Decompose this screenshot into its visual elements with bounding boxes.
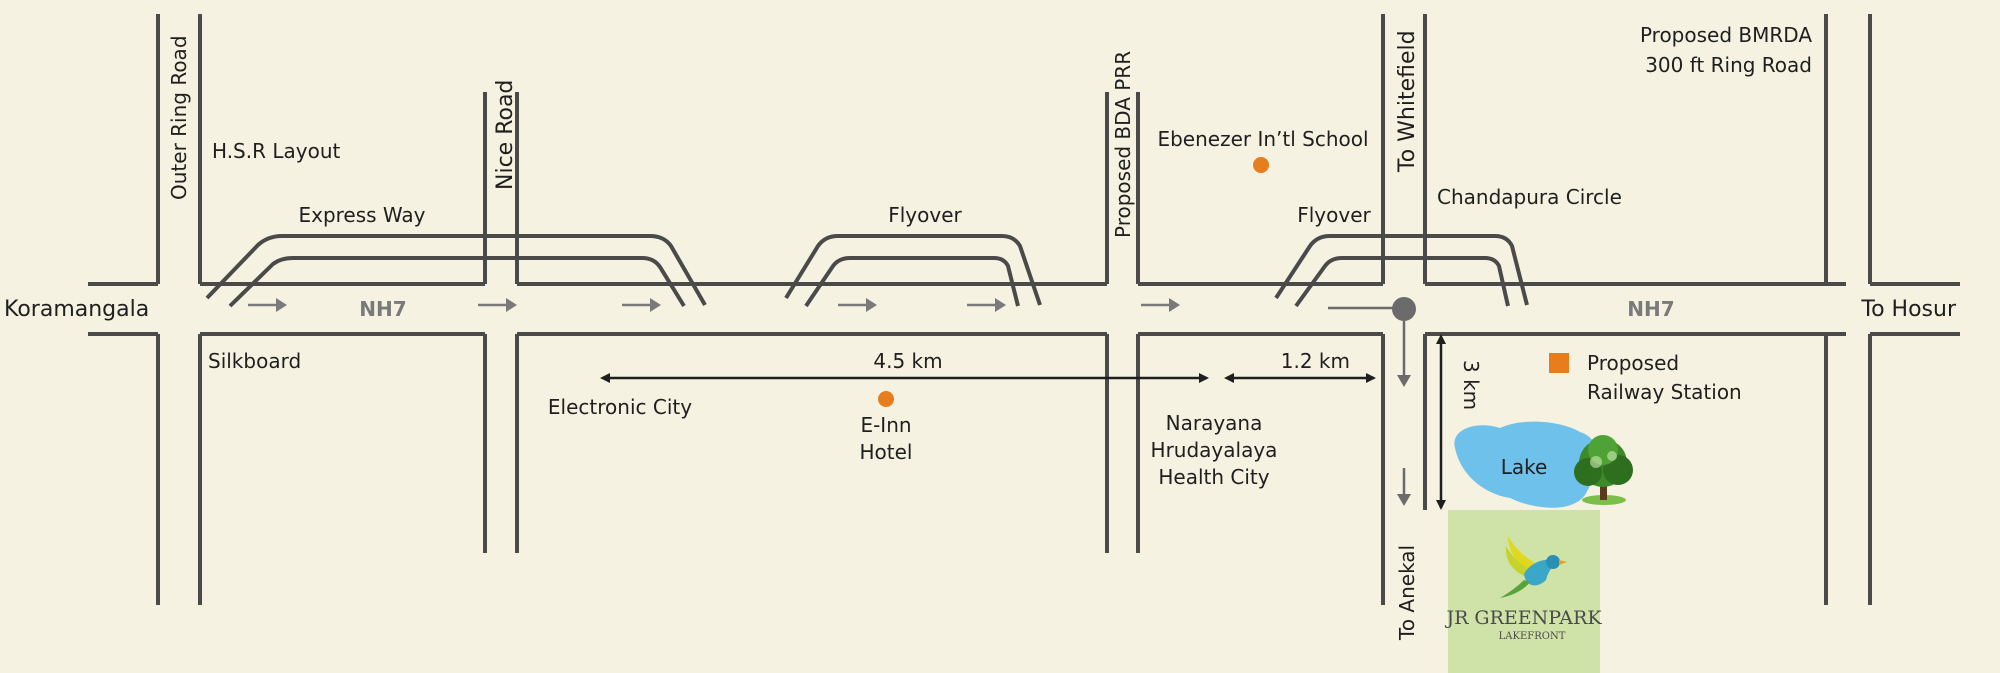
distance-label: 3 km [1459,360,1483,410]
place-einn-line1: E-Inn [860,413,911,437]
label-nh7-right: NH7 [1627,297,1674,321]
road-to-whitefield: To Whitefield [1395,30,1420,173]
flyover-2 [1274,234,1529,308]
lake-label: Lake [1501,455,1548,479]
junction-icon [1328,297,1416,387]
place-hsr-layout: H.S.R Layout [212,139,340,163]
arrow-right-icon [1141,298,1180,312]
label-flyover-1: Flyover [888,203,962,227]
express-way-flyover [205,234,707,308]
road-to-anekal: To Anekal [1395,545,1419,641]
road-bmrda-line2: 300 ft Ring Road [1645,53,1812,77]
distance-label: 4.5 km [873,349,942,373]
place-einn-line2: Hotel [860,440,913,464]
place-narayana-line3: Health City [1158,465,1269,489]
place-railway-line1: Proposed [1587,351,1679,375]
lake: Lake [1454,421,1598,508]
project-subtitle: LAKEFRONT [1499,631,1566,642]
distance-chandapura-site: 3 km [1436,334,1483,510]
place-railway-line2: Railway Station [1587,380,1742,404]
project-name: JR GREENPARK [1444,607,1602,629]
place-ebenezer-school: Ebenezer In’tl School [1157,127,1368,151]
distance-narayana-chandapura: 1.2 km [1224,349,1376,383]
distance-ecity-narayana: 4.5 km [600,349,1209,383]
nice-road [483,92,519,553]
label-flyover-2: Flyover [1297,203,1371,227]
place-to-hosur: To Hosur [1860,297,1957,322]
landmark-dot-icon [1253,157,1269,173]
road-bmrda-line1: Proposed BMRDA [1640,23,1812,47]
railway-station-icon [1549,353,1569,373]
place-narayana-line1: Narayana [1166,411,1263,435]
place-chandapura-circle: Chandapura Circle [1437,185,1622,209]
place-electronic-city: Electronic City [548,395,692,419]
arrow-right-icon [622,298,661,312]
bmrda-ring-road [1824,14,1872,605]
project-plot: JR GREENPARK LAKEFRONT [1444,510,1602,673]
place-silkboard: Silkboard [208,349,301,373]
proposed-bda-prr-road [1105,92,1140,553]
road-outer-ring-road: Outer Ring Road [167,35,191,200]
outer-ring-road [156,14,202,605]
arrow-right-icon [248,298,287,312]
place-koramangala: Koramangala [4,297,149,322]
nh7-highway [88,282,1960,336]
tree-icon [1574,435,1633,505]
flyover-1 [784,234,1042,308]
arrow-right-icon [478,298,517,312]
bird-logo-icon [1500,536,1567,598]
arrow-right-icon [838,298,877,312]
distance-label: 1.2 km [1281,349,1350,373]
road-nice-road: Nice Road [493,80,518,190]
arrow-down-icon [1397,468,1411,506]
label-express-way: Express Way [298,203,425,227]
landmark-dot-icon [878,391,894,407]
arrow-right-icon [967,298,1006,312]
place-narayana-line2: Hrudayalaya [1151,438,1278,462]
road-proposed-bda-prr: Proposed BDA PRR [1111,51,1135,238]
whitefield-anekal-road [1381,14,1427,605]
label-nh7-left: NH7 [359,297,406,321]
